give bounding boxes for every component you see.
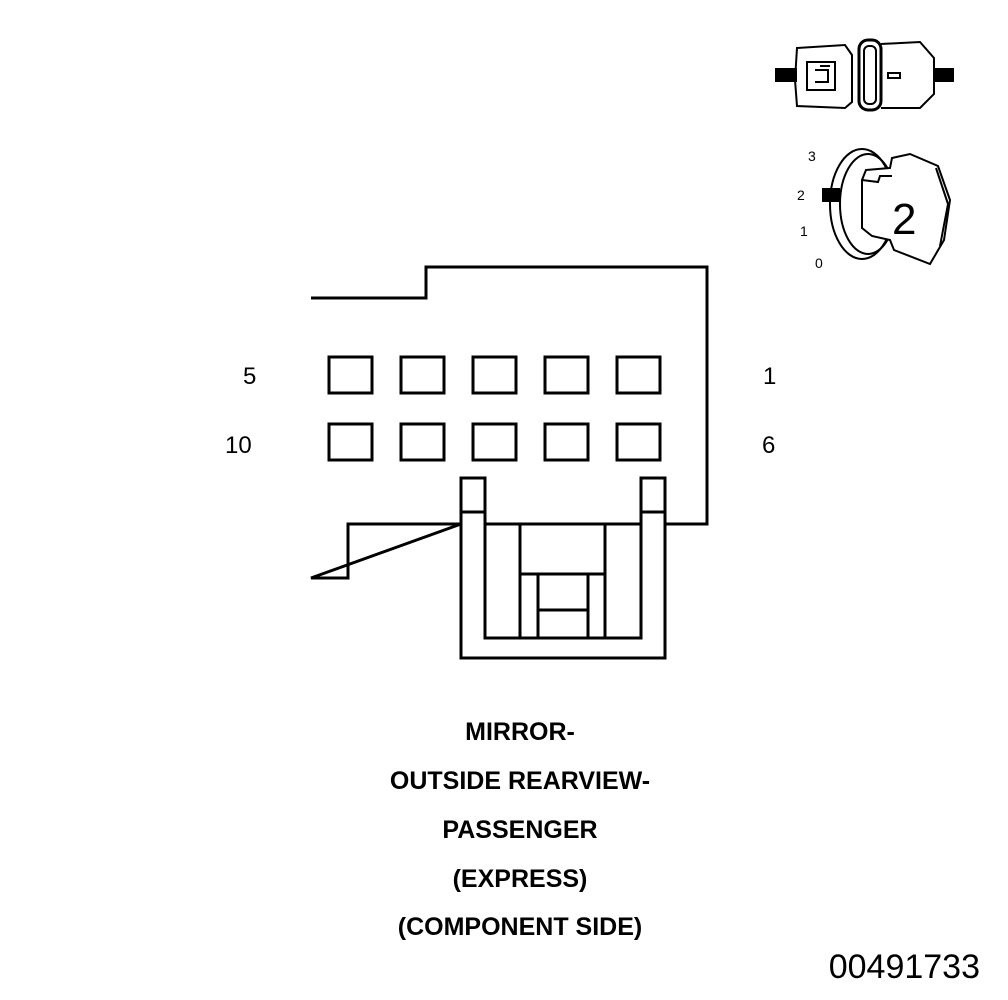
pin-cavity: [615, 355, 662, 395]
cavity-grid: [327, 355, 662, 462]
pin-label-10: 10: [225, 432, 252, 459]
caption-line-3: PASSENGER: [442, 816, 598, 844]
position-label-1: 1: [800, 223, 808, 239]
connector-housing-outline: [310, 265, 709, 580]
pin-cavity: [471, 422, 518, 462]
pin-cavity: [543, 422, 590, 462]
position-label-3: 3: [808, 148, 816, 164]
connector-latch: [459, 476, 667, 660]
pin-cavity: [327, 422, 374, 462]
pin-label-1: 1: [763, 363, 777, 390]
caption-line-1: MIRROR-: [465, 718, 575, 746]
pin-cavity: [399, 422, 446, 462]
pin-cavity: [543, 355, 590, 395]
indicator-badge-number: 2: [892, 195, 916, 244]
position-indicator: 3 2 1 0 2: [797, 148, 952, 271]
caption-line-2: OUTSIDE REARVIEW-: [389, 767, 651, 795]
connector-side-view-icon: [775, 38, 954, 112]
pin-cavity: [615, 422, 662, 462]
pin-cavity: [327, 355, 374, 395]
caption-line-5: (COMPONENT SIDE): [397, 913, 643, 941]
position-label-0: 0: [815, 255, 823, 271]
caption-line-4: (EXPRESS): [452, 865, 588, 893]
reference-number: 00491733: [828, 948, 980, 986]
pin-cavity: [471, 355, 518, 395]
pin-label-5: 5: [243, 363, 257, 390]
pin-cavity: [399, 355, 446, 395]
pin-label-6: 6: [762, 432, 776, 459]
connector-face: [310, 265, 709, 660]
selected-position-marker: [822, 188, 840, 202]
position-label-2: 2: [797, 187, 805, 203]
